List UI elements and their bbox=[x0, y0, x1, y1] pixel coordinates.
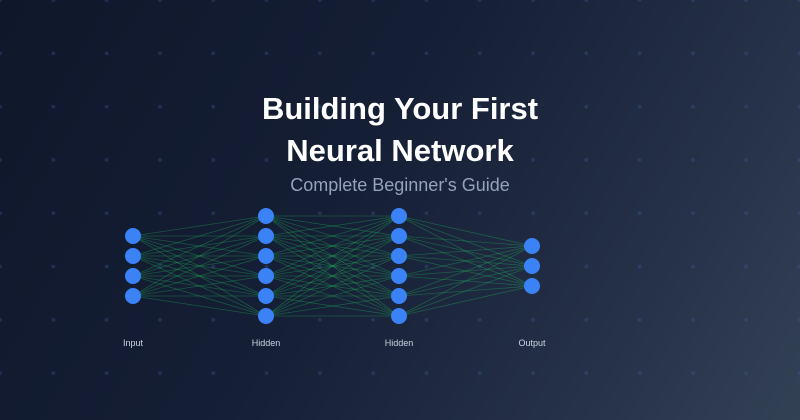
neuron-node bbox=[125, 228, 141, 244]
neuron-node bbox=[391, 228, 407, 244]
neuron-node bbox=[258, 208, 274, 224]
neuron-node bbox=[125, 248, 141, 264]
connection-edge bbox=[265, 255, 400, 317]
connection-edge bbox=[398, 285, 533, 297]
connection-edge bbox=[265, 235, 400, 297]
connection-edge bbox=[265, 295, 400, 317]
layer-label: Output bbox=[518, 338, 546, 348]
connection-edge bbox=[265, 235, 400, 277]
connection-edge bbox=[398, 245, 533, 257]
connection-edge bbox=[398, 255, 533, 287]
neuron-node bbox=[258, 268, 274, 284]
connection-edge bbox=[398, 275, 533, 287]
connection-edge bbox=[265, 235, 400, 277]
connection-edge bbox=[398, 255, 533, 267]
connection-edge bbox=[265, 255, 400, 297]
connection-edge bbox=[265, 275, 400, 317]
connection-edge bbox=[398, 285, 533, 317]
connection-edge bbox=[132, 255, 267, 297]
connection-edge bbox=[265, 255, 400, 317]
layer-label: Hidden bbox=[385, 338, 414, 348]
connection-edge bbox=[398, 215, 533, 267]
connection-edge bbox=[265, 215, 400, 277]
title-line-1: Building Your First bbox=[261, 91, 539, 126]
neuron-node bbox=[391, 248, 407, 264]
neuron-node bbox=[258, 248, 274, 264]
neuron-node bbox=[391, 268, 407, 284]
layer-label: Input bbox=[123, 338, 144, 348]
connection-edge bbox=[265, 215, 400, 277]
connection-edge bbox=[132, 215, 267, 237]
connection-edge bbox=[398, 245, 533, 317]
connection-edge bbox=[132, 255, 267, 297]
connection-edge bbox=[398, 215, 533, 247]
connection-edge bbox=[132, 235, 267, 257]
connection-edge bbox=[398, 245, 533, 297]
connection-edge bbox=[265, 215, 400, 257]
connection-edge bbox=[265, 215, 400, 257]
title-line-2: Neural Network bbox=[286, 133, 514, 168]
connection-edge bbox=[398, 215, 533, 287]
connection-edge bbox=[265, 275, 400, 297]
connection-edge bbox=[265, 235, 400, 257]
connection-edge bbox=[265, 235, 400, 257]
connection-edge bbox=[132, 255, 267, 277]
connection-edge bbox=[132, 255, 267, 317]
connection-edge bbox=[398, 235, 533, 287]
connection-edge bbox=[132, 295, 267, 317]
connection-edge bbox=[265, 215, 400, 237]
connection-edge bbox=[265, 215, 400, 237]
connection-edge bbox=[265, 235, 400, 317]
neuron-node bbox=[524, 258, 540, 274]
connection-edge bbox=[398, 245, 533, 277]
connection-edge bbox=[132, 215, 267, 257]
neuron-node bbox=[524, 278, 540, 294]
neuron-node bbox=[258, 288, 274, 304]
connection-edge bbox=[132, 235, 267, 257]
connection-edge bbox=[398, 235, 533, 267]
connection-edge bbox=[265, 255, 400, 277]
connection-edge bbox=[265, 275, 400, 317]
connection-edge bbox=[398, 265, 533, 317]
connection-edge bbox=[132, 215, 267, 297]
page-title: Building Your First Neural Network bbox=[0, 88, 800, 172]
neuron-node bbox=[125, 288, 141, 304]
connection-edge bbox=[265, 235, 400, 317]
connection-edge bbox=[132, 235, 267, 297]
connection-edge bbox=[132, 235, 267, 277]
connection-edge bbox=[132, 235, 267, 317]
connection-edge bbox=[132, 275, 267, 297]
connection-edge bbox=[265, 215, 400, 317]
connection-edge bbox=[265, 215, 400, 297]
neuron-node bbox=[391, 288, 407, 304]
connection-edge bbox=[132, 275, 267, 297]
connection-edge bbox=[265, 275, 400, 297]
connection-edge bbox=[265, 295, 400, 317]
connection-edge bbox=[265, 235, 400, 297]
connection-edge bbox=[265, 255, 400, 297]
connection-edge bbox=[132, 215, 267, 277]
connection-edge bbox=[265, 215, 400, 297]
connection-edge bbox=[265, 255, 400, 277]
connection-edge bbox=[132, 235, 267, 277]
connection-edge bbox=[265, 215, 400, 317]
subtitle: Complete Beginner's Guide bbox=[290, 175, 510, 195]
neuron-node bbox=[258, 228, 274, 244]
neuron-node bbox=[258, 308, 274, 324]
connection-edge bbox=[132, 255, 267, 277]
neuron-node bbox=[391, 208, 407, 224]
connection-edge bbox=[398, 235, 533, 247]
connection-edge bbox=[132, 275, 267, 317]
connection-edge bbox=[398, 265, 533, 277]
layer-label: Hidden bbox=[252, 338, 281, 348]
connection-edge bbox=[132, 235, 267, 297]
neuron-node bbox=[125, 268, 141, 284]
neuron-node bbox=[524, 238, 540, 254]
connection-edge bbox=[398, 265, 533, 297]
neuron-node bbox=[391, 308, 407, 324]
